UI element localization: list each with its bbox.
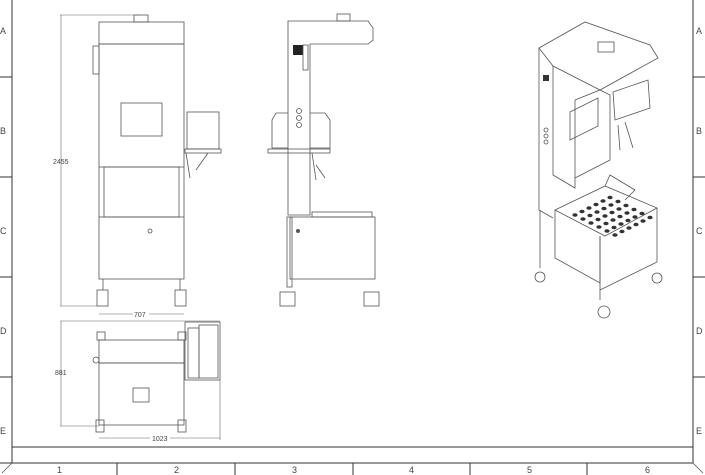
table-hole — [617, 214, 623, 219]
table-hole — [579, 209, 585, 214]
table-hole — [640, 219, 646, 223]
isometric-view — [534, 21, 663, 319]
row-label: D — [0, 326, 7, 336]
row-labels-right: A B C D E — [696, 26, 703, 436]
row-label: B — [0, 126, 6, 136]
table-hole — [615, 199, 621, 204]
table-hole — [586, 206, 592, 210]
row-label: A — [0, 26, 6, 36]
table-hole — [631, 207, 637, 212]
column-label: 6 — [645, 465, 650, 475]
dimension-front-width: 707 — [99, 310, 184, 319]
table-hole — [580, 217, 586, 221]
table-hole — [593, 202, 599, 207]
dimension-depth: 881 — [55, 320, 220, 427]
row-label: B — [696, 126, 702, 136]
table-hole — [607, 195, 613, 200]
table-hole — [610, 218, 616, 222]
table-hole — [596, 225, 602, 229]
table-hole — [572, 213, 578, 217]
row-label: C — [0, 226, 7, 236]
table-hole — [594, 210, 600, 214]
dimension-label: 881 — [55, 370, 67, 377]
table-hole — [595, 217, 601, 222]
top-view — [92, 321, 221, 433]
table-hole — [619, 229, 625, 234]
table-hole — [639, 211, 645, 216]
isometric-table-holes — [572, 195, 653, 237]
table-hole — [601, 206, 607, 211]
table-hole — [587, 213, 593, 218]
table-hole — [618, 222, 624, 226]
table-hole — [633, 222, 639, 227]
front-view — [92, 14, 222, 307]
column-label: 4 — [409, 465, 414, 475]
row-label: A — [696, 26, 702, 36]
dimension-label: 1023 — [152, 436, 168, 443]
row-label: C — [696, 226, 703, 236]
dimension-top-width: 1023 — [99, 380, 221, 443]
column-label: 5 — [527, 465, 532, 475]
table-hole — [608, 203, 614, 207]
table-hole — [588, 221, 594, 225]
table-hole — [603, 221, 609, 226]
row-label: D — [696, 326, 703, 336]
table-hole — [632, 215, 638, 219]
column-label: 3 — [292, 465, 297, 475]
row-labels-left: A B C D E — [0, 26, 7, 436]
table-hole — [611, 225, 617, 230]
dimension-label: 707 — [134, 312, 146, 319]
table-hole — [602, 214, 608, 218]
table-hole — [647, 215, 653, 220]
dimension-height: 2455 — [53, 14, 140, 307]
table-hole — [624, 211, 630, 215]
dimension-label: 2455 — [53, 159, 69, 166]
column-label: 1 — [57, 465, 62, 475]
table-hole — [600, 199, 606, 203]
table-hole — [626, 226, 632, 230]
table-hole — [609, 210, 615, 215]
column-labels: 1 2 3 4 5 6 — [57, 465, 650, 475]
table-hole — [623, 203, 629, 208]
table-hole — [616, 207, 622, 211]
table-hole — [604, 229, 610, 233]
table-hole — [625, 218, 631, 223]
row-label: E — [0, 426, 6, 436]
table-hole — [612, 233, 618, 237]
column-label: 2 — [174, 465, 179, 475]
side-view — [267, 13, 380, 307]
row-label: E — [696, 426, 702, 436]
